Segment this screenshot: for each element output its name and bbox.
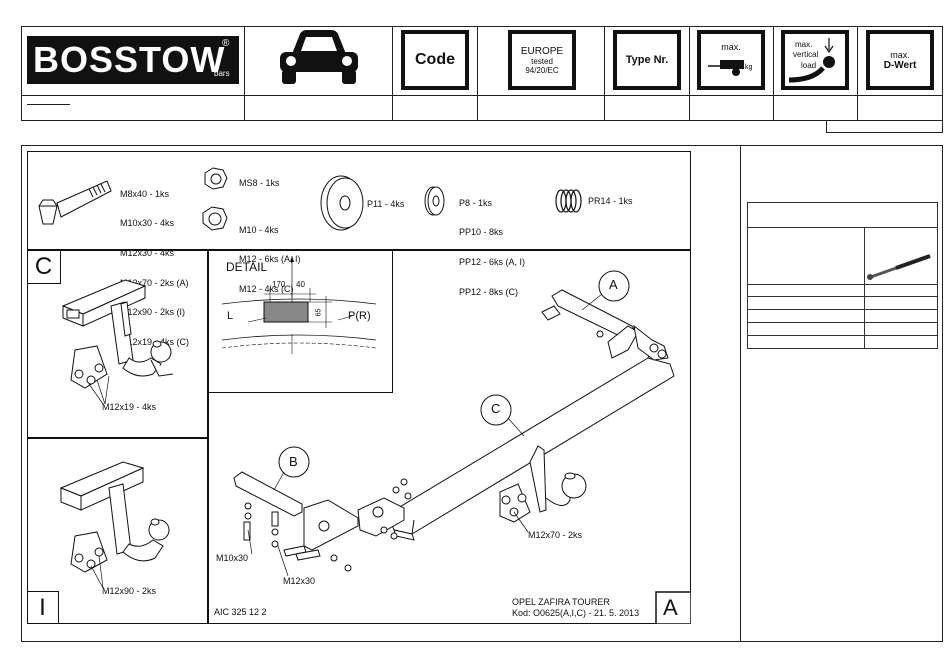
spring-label: PR14 - 1ks — [588, 196, 633, 206]
panel-i-hitch-drawing — [59, 461, 170, 589]
vertical-load-box: max. vertical load — [781, 30, 849, 90]
m12x30-label: M12x30 — [283, 576, 316, 586]
sidebar-divider — [740, 145, 741, 642]
detail-left-label: L — [227, 310, 234, 322]
detail-drawing — [221, 256, 377, 354]
car-icon — [280, 30, 358, 84]
panel-i-bolt-label: M12x90 - 2ks — [102, 586, 157, 596]
main-assembly-drawing — [233, 270, 691, 624]
detail-right-label: P(R) — [348, 310, 371, 322]
small-washer-icon — [424, 186, 445, 216]
spring-washer-icon — [555, 189, 582, 213]
max-trailer-box: max. kg — [697, 30, 765, 90]
callout-b-circle — [278, 446, 310, 478]
nut-icon-top — [204, 167, 228, 190]
detail-dim-170: 170 — [272, 280, 286, 289]
callout-a: A — [609, 277, 618, 292]
bolt-spec: M8x40 - 1ks — [120, 188, 170, 199]
drawing-code: AIC 325 12 2 — [214, 607, 267, 617]
small-washer-list: P8 - 1ks PP10 - 8ks PP12 - 6ks (A, I) PP… — [459, 197, 526, 297]
detail-dim-40: 40 — [296, 280, 305, 289]
brand-logo: BOSSTOW ® bars — [27, 36, 239, 84]
brand-sub: bars — [214, 69, 230, 78]
panel-i-letter-box: I — [27, 591, 59, 624]
detail-title: DETAIL — [226, 260, 268, 274]
header-note-box — [826, 120, 943, 133]
callout-c: C — [491, 401, 501, 416]
large-washer-label: P11 - 4ks — [367, 199, 405, 209]
europe-tested-box: EUROPE tested 94/20/EC — [508, 30, 576, 90]
torque-wrench-icon — [867, 254, 931, 280]
detail-panel-border — [207, 249, 393, 393]
hardware-drawings — [38, 167, 582, 231]
vertical-load-icon — [788, 38, 835, 83]
panel-c-letter-box: C — [27, 250, 61, 284]
m10x30-label: M10x30 — [216, 553, 249, 563]
kg-unit: kg — [745, 64, 753, 71]
panel-c-bolt-label: M12x19 - 4ks — [102, 402, 157, 412]
kod-label: Kod: O0625(A,I,C) - 21. 5. 2013 — [512, 608, 640, 618]
assembly-drawing — [27, 151, 691, 624]
nut-icon-bottom — [202, 206, 228, 231]
vehicle-model: OPEL ZAFIRA TOURER — [512, 597, 610, 607]
panel-c-hitch-drawing — [61, 279, 174, 405]
torque-table — [747, 202, 938, 349]
d-wert-box: max. D-Wert — [866, 30, 934, 90]
panel-a-letter: A — [663, 595, 678, 620]
drawing-frame — [21, 145, 943, 642]
m12x70-label: M12x70 - 2ks — [528, 530, 583, 540]
bolt-spec: M12x30 - 4ks — [120, 248, 175, 259]
large-washer-icon — [320, 175, 364, 231]
brand-name: BOSSTOW — [33, 39, 226, 80]
trailer-icon: kg — [708, 60, 753, 76]
bolt-spec: M10x30 - 4ks — [120, 218, 175, 229]
type-nr-box: Type Nr. — [613, 30, 681, 90]
code-box: Code — [401, 30, 469, 90]
callout-b: B — [289, 454, 298, 469]
bolt-spec: M12x90 - 2ks (I) — [120, 307, 186, 318]
header-table — [21, 26, 943, 121]
bolt-icon — [38, 180, 112, 225]
nut-top-label: MS8 - 1ks — [239, 178, 280, 188]
callout-a-circle — [598, 270, 630, 302]
nut-bottom-list: M10 - 4ks M12 - 6ks (A, I) M12 - 4ks (C) — [239, 224, 301, 295]
callout-c-circle — [480, 394, 512, 426]
